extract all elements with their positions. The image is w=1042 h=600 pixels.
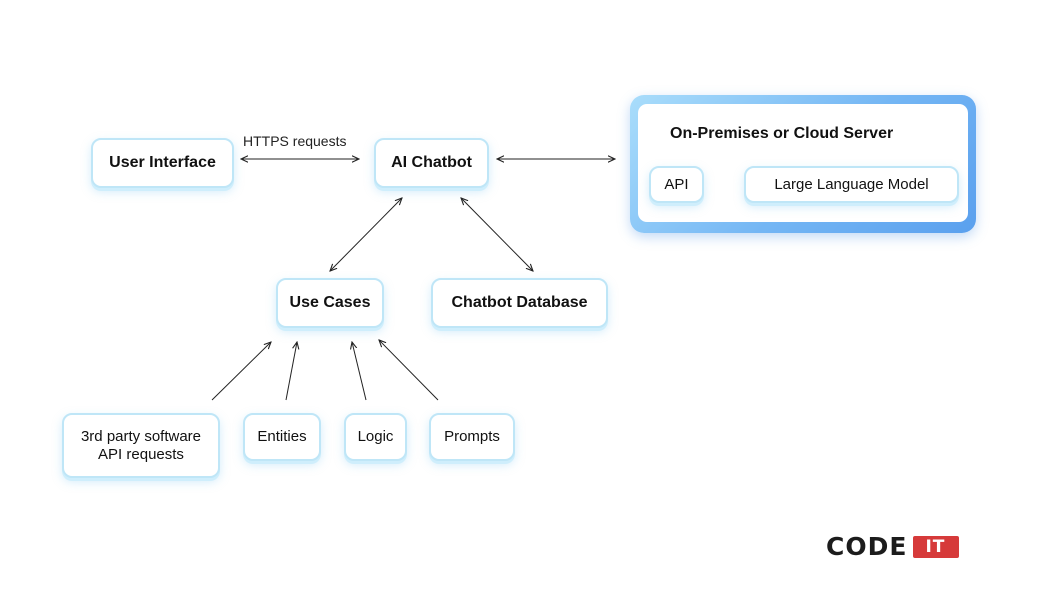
use-cases-node: Use Cases (276, 278, 384, 328)
ai-chatbot-node: AI Chatbot (374, 138, 489, 188)
user-interface-label: User Interface (109, 154, 216, 171)
arrow-logic-usecases (352, 342, 367, 401)
user-interface-node: User Interface (91, 138, 234, 188)
use-cases-label: Use Cases (289, 294, 371, 311)
llm-label: Large Language Model (774, 175, 929, 193)
logic-node: Logic (344, 413, 407, 461)
server-title: On-Premises or Cloud Server (670, 125, 894, 142)
llm-node: Large Language Model (744, 166, 959, 203)
api-node: API (649, 166, 704, 203)
logo-it-badge: IT (913, 536, 960, 558)
server-container: On-Premises or Cloud Server (630, 95, 976, 233)
entities-node: Entities (243, 413, 321, 461)
codeit-logo: CODE IT (826, 532, 960, 561)
https-requests-label: HTTPS requests (243, 133, 347, 149)
third-party-api-node: 3rd party software API requests (62, 413, 220, 478)
arrow-chatbot-usecases (330, 198, 402, 271)
ai-chatbot-label: AI Chatbot (391, 154, 472, 171)
third-party-label-line1: 3rd party software (80, 427, 202, 445)
arrow-entities-usecases (285, 342, 297, 401)
entities-label: Entities (257, 428, 307, 445)
prompts-node: Prompts (429, 413, 515, 461)
arrow-prompts-usecases (379, 340, 439, 401)
arrow-thirdparty-usecases (211, 342, 271, 401)
api-label: API (664, 175, 689, 193)
chatbot-database-node: Chatbot Database (431, 278, 608, 328)
logo-code-text: CODE (826, 532, 908, 561)
arrow-chatbot-database (461, 198, 533, 271)
chatbot-database-label: Chatbot Database (451, 294, 588, 311)
prompts-label: Prompts (444, 428, 500, 445)
logic-label: Logic (357, 428, 394, 445)
server-panel (638, 104, 968, 222)
third-party-label-line2: API requests (98, 445, 184, 463)
